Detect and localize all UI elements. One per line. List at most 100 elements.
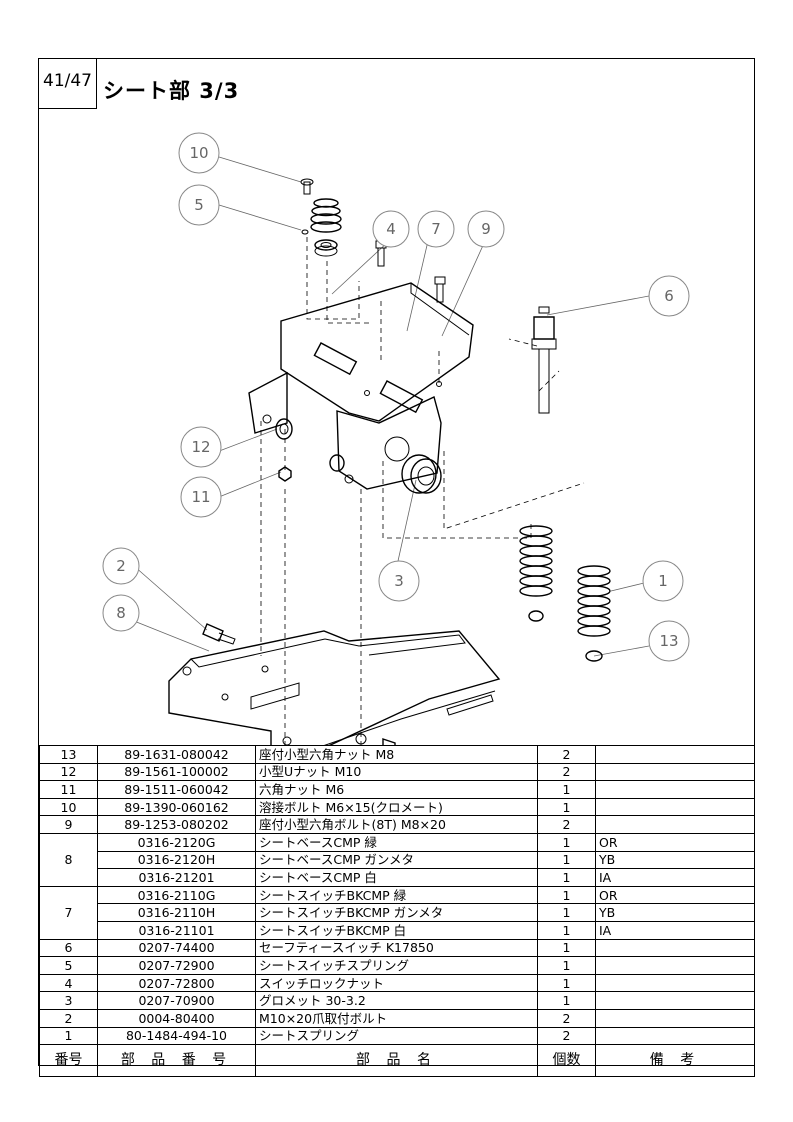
cell-name: 座付小型六角ナット M8 (255, 745, 538, 764)
cell-no: 11 (39, 780, 98, 799)
callout-9: 9 (467, 210, 505, 248)
cell-name: シートスプリング (255, 1026, 538, 1046)
cell-name: シートスイッチBKCMP 白 (255, 920, 538, 940)
cell-name: 溶接ボルト M6×15(クロメート) (255, 797, 538, 817)
cell-name: セーフティースイッチ K17850 (255, 938, 538, 958)
cell-part-no: 0316-2110H (97, 903, 256, 922)
cell-remarks (595, 815, 755, 834)
cell-name: 小型Uナット M10 (255, 762, 538, 782)
assembly-lines (260, 237, 585, 745)
page-label: 41/47 (39, 59, 97, 109)
header-qty: 個数 (537, 1044, 596, 1078)
cell-no: 12 (39, 762, 98, 782)
cell-qty: 2 (537, 762, 596, 782)
callout-5: 5 (178, 184, 220, 226)
header-part-no: 部 品 番 号 (97, 1044, 256, 1078)
cell-no: 6 (39, 938, 98, 958)
cell-no: 3 (39, 991, 98, 1010)
cell-qty: 2 (537, 1026, 596, 1046)
cell-remarks (595, 973, 755, 993)
part-5-spring (301, 198, 342, 235)
callout-8-label: 8 (116, 604, 126, 622)
cell-no: 8 (39, 832, 98, 887)
cell-part-no: 0207-70900 (97, 991, 256, 1010)
cell-remarks: YB (595, 903, 755, 922)
part-4-lock-nut (314, 239, 338, 257)
cell-part-no: 0316-2110G (97, 885, 256, 905)
cell-remarks: IA (595, 868, 755, 887)
cell-part-no: 89-1390-060162 (97, 797, 256, 817)
cell-remarks: YB (595, 850, 755, 870)
cell-name: 座付小型六角ボルト(8T) M8×20 (255, 815, 538, 834)
callout-5-label: 5 (194, 196, 204, 214)
cell-qty: 1 (537, 973, 596, 993)
cell-name: シートスイッチBKCMP 緑 (255, 885, 538, 905)
part-1-springs (519, 525, 611, 637)
callout-11: 11 (180, 476, 222, 518)
cell-remarks: OR (595, 832, 755, 852)
cell-remarks (595, 780, 755, 799)
page-frame: 41/47 シート部 3/3 (38, 58, 755, 1078)
cell-qty: 1 (537, 832, 596, 852)
callout-11-label: 11 (191, 488, 210, 506)
cell-qty: 1 (537, 850, 596, 870)
section-title: シート部 3/3 (103, 79, 240, 103)
cell-part-no: 0316-21201 (97, 868, 256, 887)
callout-1-label: 1 (658, 572, 668, 590)
part-10-weld-bolt (300, 178, 314, 195)
cell-qty: 1 (537, 868, 596, 887)
cell-name: スイッチロックナット (255, 973, 538, 993)
cell-qty: 1 (537, 991, 596, 1010)
callout-2-label: 2 (116, 557, 126, 575)
cell-part-no: 89-1511-060042 (97, 780, 256, 799)
cell-part-no: 0207-72800 (97, 973, 256, 993)
callout-4-label: 4 (386, 220, 396, 238)
cell-remarks (595, 991, 755, 1010)
callout-10-label: 10 (189, 144, 208, 162)
cell-name: シートベースCMP 緑 (255, 832, 538, 852)
cell-qty: 1 (537, 780, 596, 799)
callout-3: 3 (378, 560, 420, 602)
part-11-hex-nut (278, 466, 292, 482)
parts-table-header: 番号 部 品 番 号 部 品 名 個数 備 考 (39, 1044, 755, 1078)
cell-qty: 1 (537, 797, 596, 817)
cell-no: 1 (39, 1026, 98, 1046)
part-2-bolt (202, 623, 396, 745)
exploded-parts-diagram: 10 5 4 7 9 6 12 11 3 2 8 1 13 (102, 132, 690, 745)
cell-no: 7 (39, 885, 98, 940)
cell-remarks: IA (595, 920, 755, 940)
header-no: 番号 (39, 1044, 98, 1078)
part-3-grommet (401, 454, 442, 494)
callout-13: 13 (648, 620, 690, 662)
part-12-u-nut (275, 418, 345, 472)
callout-6-label: 6 (664, 287, 674, 305)
cell-no: 2 (39, 1008, 98, 1028)
callout-2: 2 (102, 547, 140, 585)
callout-12: 12 (180, 426, 222, 468)
cell-remarks (595, 938, 755, 958)
cell-remarks: OR (595, 885, 755, 905)
cell-part-no: 0316-21101 (97, 920, 256, 940)
callout-3-label: 3 (394, 572, 404, 590)
callout-6: 6 (648, 275, 690, 317)
callout-4: 4 (372, 210, 410, 248)
cell-no: 10 (39, 797, 98, 817)
part-6-safety-switch (531, 306, 557, 414)
cell-name: グロメット 30-3.2 (255, 991, 538, 1010)
header-remarks: 備 考 (595, 1044, 755, 1078)
cell-qty: 2 (537, 745, 596, 764)
